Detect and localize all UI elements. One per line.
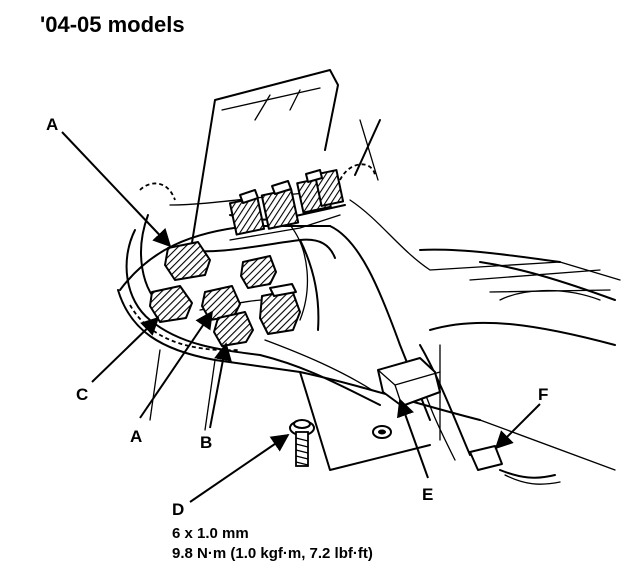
label-f: F — [538, 385, 548, 404]
label-b: B — [200, 433, 212, 452]
label-e: E — [422, 485, 433, 504]
diagram-title: '04-05 models — [40, 12, 185, 37]
bolt-size-spec: 6 x 1.0 mm — [172, 525, 249, 542]
callout-leaders — [61, 131, 541, 503]
upper-relay-block — [228, 169, 345, 241]
bolt-torque-spec: 9.8 N·m (1.0 kgf·m, 7.2 lbf·ft) — [172, 545, 373, 562]
component-f — [469, 445, 503, 471]
label-a-upper: A — [46, 115, 58, 134]
connector-b — [213, 311, 254, 347]
label-a-lower: A — [130, 427, 142, 446]
label-c: C — [76, 385, 88, 404]
connector-c — [149, 285, 193, 323]
mounting-clip — [372, 425, 392, 439]
label-d: D — [172, 500, 184, 519]
left-connectors — [149, 241, 301, 347]
component-e — [377, 357, 441, 407]
bolt-d-icon — [289, 419, 315, 467]
connector-a-upper — [164, 241, 211, 281]
